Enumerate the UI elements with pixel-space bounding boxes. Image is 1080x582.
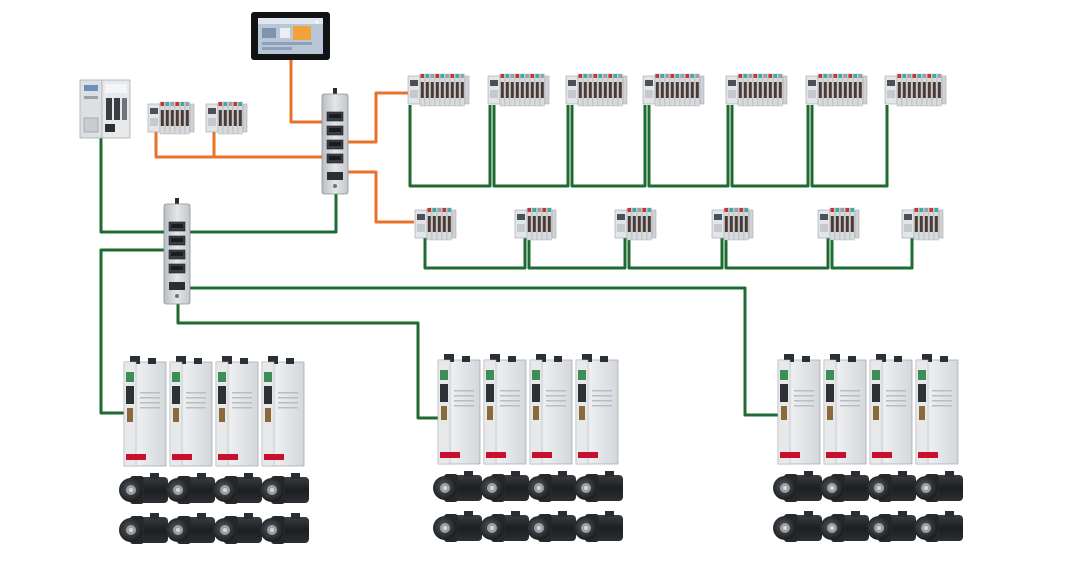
remote-io-row2-5 xyxy=(817,207,860,241)
io-row1-chain-2 xyxy=(492,105,570,188)
ethernet-switch-lower xyxy=(163,198,191,305)
io-row1-chain-1 xyxy=(408,105,492,188)
remote-io-row1-7 xyxy=(884,73,947,107)
servo-motor xyxy=(119,513,168,544)
switch-to-io-row1-cable xyxy=(346,91,412,144)
io-row2-chain-1 xyxy=(423,238,527,270)
remote-io-row2-6 xyxy=(901,207,944,241)
servo-drive xyxy=(869,354,913,465)
plc-controller xyxy=(79,79,131,139)
remote-io-small-b xyxy=(205,101,248,135)
servo-motor xyxy=(914,511,963,542)
hmi-to-switch-cable xyxy=(289,60,330,124)
servo-motor xyxy=(820,511,869,542)
remote-io-row1-4 xyxy=(642,73,705,107)
drive-group-2 xyxy=(433,354,623,542)
servo-motor xyxy=(260,513,309,544)
io-row1-chain-4 xyxy=(647,105,730,188)
io-row2-chain-4 xyxy=(724,238,830,270)
servo-motor xyxy=(773,471,822,502)
fieldbus-cables xyxy=(99,105,914,420)
switch-to-drive-group3-cable xyxy=(190,286,780,417)
servo-drive xyxy=(169,356,213,467)
servo-motor xyxy=(867,511,916,542)
servo-motor xyxy=(433,511,482,542)
servo-motor xyxy=(914,471,963,502)
plc-to-switch-cable xyxy=(99,137,338,234)
servo-motor xyxy=(574,511,623,542)
servo-motor xyxy=(213,513,262,544)
io-row2-chain-2 xyxy=(527,238,627,270)
remote-io-row1-2 xyxy=(487,73,550,107)
switch-to-drive-group2-cable xyxy=(176,303,440,420)
remote-io-row1-5 xyxy=(725,73,788,107)
switch-to-io-row2-cable xyxy=(346,170,414,224)
hmi-touch-panel xyxy=(251,12,330,60)
io-row2-chain-5 xyxy=(830,238,914,270)
servo-motor xyxy=(820,471,869,502)
remote-io-row2-4 xyxy=(711,207,754,241)
ethernet-switches xyxy=(163,88,349,305)
small-io-to-switch-cable xyxy=(154,132,340,159)
remote-io-row2-2 xyxy=(514,207,557,241)
drive-group-3 xyxy=(773,354,963,542)
servo-motor xyxy=(480,471,529,502)
remote-io-row2-3 xyxy=(614,207,657,241)
servo-motor xyxy=(773,511,822,542)
switch-to-drive-group1-cable xyxy=(99,248,166,415)
servo-motor xyxy=(166,513,215,544)
servo-motor xyxy=(433,471,482,502)
io-row1-chain-5 xyxy=(730,105,810,188)
servo-motor xyxy=(260,473,309,504)
ethernet-switch-upper xyxy=(321,88,349,195)
servo-drive xyxy=(437,354,481,465)
servo-motor xyxy=(867,471,916,502)
servo-drive-groups xyxy=(119,354,963,544)
remote-io-row1-3 xyxy=(565,73,628,107)
servo-motor xyxy=(527,471,576,502)
servo-drive xyxy=(915,354,959,465)
servo-drive xyxy=(823,354,867,465)
remote-io-row2-1 xyxy=(414,207,457,241)
servo-drive xyxy=(261,356,305,467)
remote-io-small-a xyxy=(147,101,195,135)
ethernet-cables xyxy=(154,60,414,224)
io-row1-chain-3 xyxy=(570,105,647,188)
servo-drive xyxy=(575,354,619,465)
drive-group-1 xyxy=(119,356,309,544)
servo-drive xyxy=(483,354,527,465)
servo-drive xyxy=(777,354,821,465)
servo-motor xyxy=(213,473,262,504)
servo-motor xyxy=(166,473,215,504)
servo-drive xyxy=(123,356,167,467)
remote-io-row1-6 xyxy=(805,73,868,107)
servo-drive xyxy=(215,356,259,467)
servo-drive xyxy=(529,354,573,465)
io-row2-chain-3 xyxy=(627,238,724,270)
remote-io-modules xyxy=(147,73,947,241)
servo-motor xyxy=(527,511,576,542)
servo-motor xyxy=(574,471,623,502)
remote-io-row1-1 xyxy=(407,73,470,107)
servo-motor xyxy=(480,511,529,542)
io-row1-chain-6 xyxy=(810,105,889,188)
servo-motor xyxy=(119,473,168,504)
